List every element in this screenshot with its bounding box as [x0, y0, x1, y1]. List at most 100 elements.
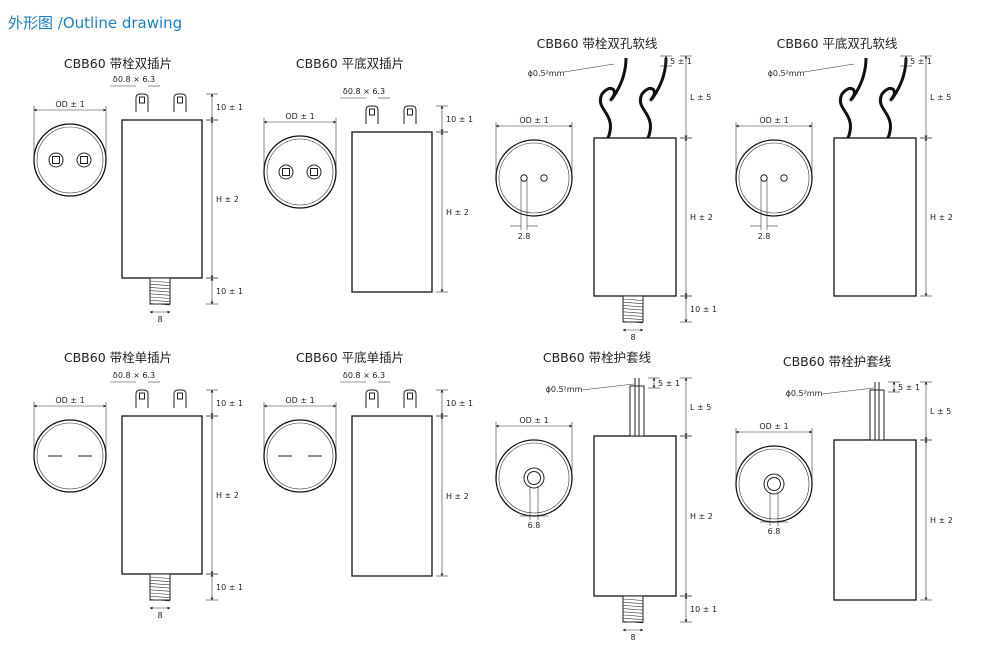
end-view-circle	[263, 419, 337, 493]
capacitor-body	[121, 119, 203, 279]
wire-hole	[760, 174, 768, 182]
bolt-diameter-label: 8	[630, 633, 635, 642]
od-dimension-label: OD ± 1	[285, 112, 314, 121]
sleeve-outer	[523, 467, 545, 489]
terminal-socket-core	[52, 156, 60, 164]
end-view-rim	[738, 142, 810, 214]
od-dimension-label: OD ± 1	[759, 116, 788, 125]
terminal-socket-core	[310, 168, 318, 176]
terminal-height-dimension-label: 10 ± 1	[446, 399, 473, 408]
tab-hole	[407, 108, 413, 116]
wire-size-label: ϕ0.5²mm	[786, 389, 823, 398]
strip-length-dimension-label: 5 ± 1	[910, 57, 932, 66]
panel-title: CBB60 平底单插片	[296, 350, 404, 365]
terminal-socket	[76, 152, 92, 168]
height-dimension-label: H ± 2	[690, 213, 713, 222]
terminal-size-label: δ0.8 × 6.3	[113, 75, 155, 84]
capacitor-body	[351, 131, 433, 293]
bolt-length-dimension-label: 10 ± 1	[690, 605, 717, 614]
terminal-height-dimension-label: 10 ± 1	[446, 115, 473, 124]
panel-title: CBB60 带栓护套线	[543, 350, 652, 365]
end-view-circle	[33, 123, 107, 197]
end-view-circle	[735, 139, 813, 217]
height-dimension-label: H ± 2	[446, 208, 469, 217]
end-view-circle	[33, 419, 107, 493]
terminal-tab	[173, 93, 187, 112]
panel-title: CBB60 带栓双孔软线	[537, 36, 658, 51]
terminal-tab	[403, 105, 417, 124]
terminal-socket-core	[282, 168, 290, 176]
lead-length-dimension-label: L ± 5	[930, 407, 951, 416]
terminal-tab	[135, 389, 149, 408]
terminal-tab	[365, 389, 379, 408]
od-dimension-label: OD ± 1	[519, 116, 548, 125]
bolt-length-dimension-label: 10 ± 1	[690, 305, 717, 314]
terminal-size-label: δ0.8 × 6.3	[343, 87, 385, 96]
capacitor-body	[593, 435, 677, 597]
lead-length-dimension-label: L ± 5	[690, 93, 711, 102]
terminal-socket	[48, 152, 64, 168]
sheath	[869, 389, 885, 441]
sleeve-inner	[767, 477, 781, 491]
bolt-length-dimension-label: 10 ± 1	[216, 287, 243, 296]
terminal-size-label: δ0.8 × 6.3	[113, 371, 155, 380]
lead-wire	[598, 57, 628, 139]
hole-dimension-label: 2.8	[518, 232, 531, 241]
tab-hole	[407, 392, 413, 400]
terminal-tab	[403, 389, 417, 408]
capacitor-body	[121, 415, 203, 575]
bolt-length-dimension-label: 10 ± 1	[216, 583, 243, 592]
tab-hole	[369, 108, 375, 116]
height-dimension-label: H ± 2	[216, 195, 239, 204]
end-view-circle	[495, 439, 573, 517]
end-view-rim	[36, 422, 104, 490]
end-view-circle	[263, 135, 337, 209]
tab-hole	[139, 392, 145, 400]
capacitor-body	[351, 415, 433, 577]
capacitor-body	[833, 439, 917, 601]
terminal-tab	[135, 93, 149, 112]
lead-length-dimension-label: L ± 5	[690, 403, 711, 412]
height-dimension-label: H ± 2	[930, 213, 953, 222]
end-view-rim	[498, 142, 570, 214]
terminal-height-dimension-label: 10 ± 1	[216, 103, 243, 112]
end-view-rim	[36, 126, 104, 194]
od-dimension-label: OD ± 1	[519, 416, 548, 425]
sleeve-dimension-label: 6.8	[528, 521, 541, 530]
terminal-tab	[173, 389, 187, 408]
panel-title: CBB60 平底双孔软线	[777, 36, 898, 51]
lead-wire	[638, 57, 668, 139]
sleeve-inner	[527, 471, 541, 485]
page-title: 外形图 /Outline drawing	[8, 14, 183, 32]
height-dimension-label: H ± 2	[690, 512, 713, 521]
hole-dimension-label: 2.8	[758, 232, 771, 241]
wire-hole	[780, 174, 788, 182]
capacitor-body	[593, 137, 677, 297]
terminal-tab	[365, 105, 379, 124]
od-dimension-label: OD ± 1	[285, 396, 314, 405]
panel-title: CBB60 带栓护套线	[783, 354, 892, 369]
terminal-socket-core	[80, 156, 88, 164]
wire-hole	[520, 174, 528, 182]
bolt-diameter-label: 8	[630, 333, 635, 342]
panel-title: CBB60 带栓单插片	[64, 350, 172, 365]
height-dimension-label: H ± 2	[446, 492, 469, 501]
tab-hole	[177, 392, 183, 400]
height-dimension-label: H ± 2	[216, 491, 239, 500]
strip-length-dimension-label: 5 ± 1	[658, 379, 680, 388]
end-view-circle	[495, 139, 573, 217]
height-dimension-label: H ± 2	[930, 516, 953, 525]
lead-wire	[878, 57, 908, 139]
end-view-rim	[266, 138, 334, 206]
od-dimension-label: OD ± 1	[55, 100, 84, 109]
bolt-diameter-label: 8	[157, 315, 162, 324]
terminal-height-dimension-label: 10 ± 1	[216, 399, 243, 408]
lead-wire	[838, 57, 868, 139]
